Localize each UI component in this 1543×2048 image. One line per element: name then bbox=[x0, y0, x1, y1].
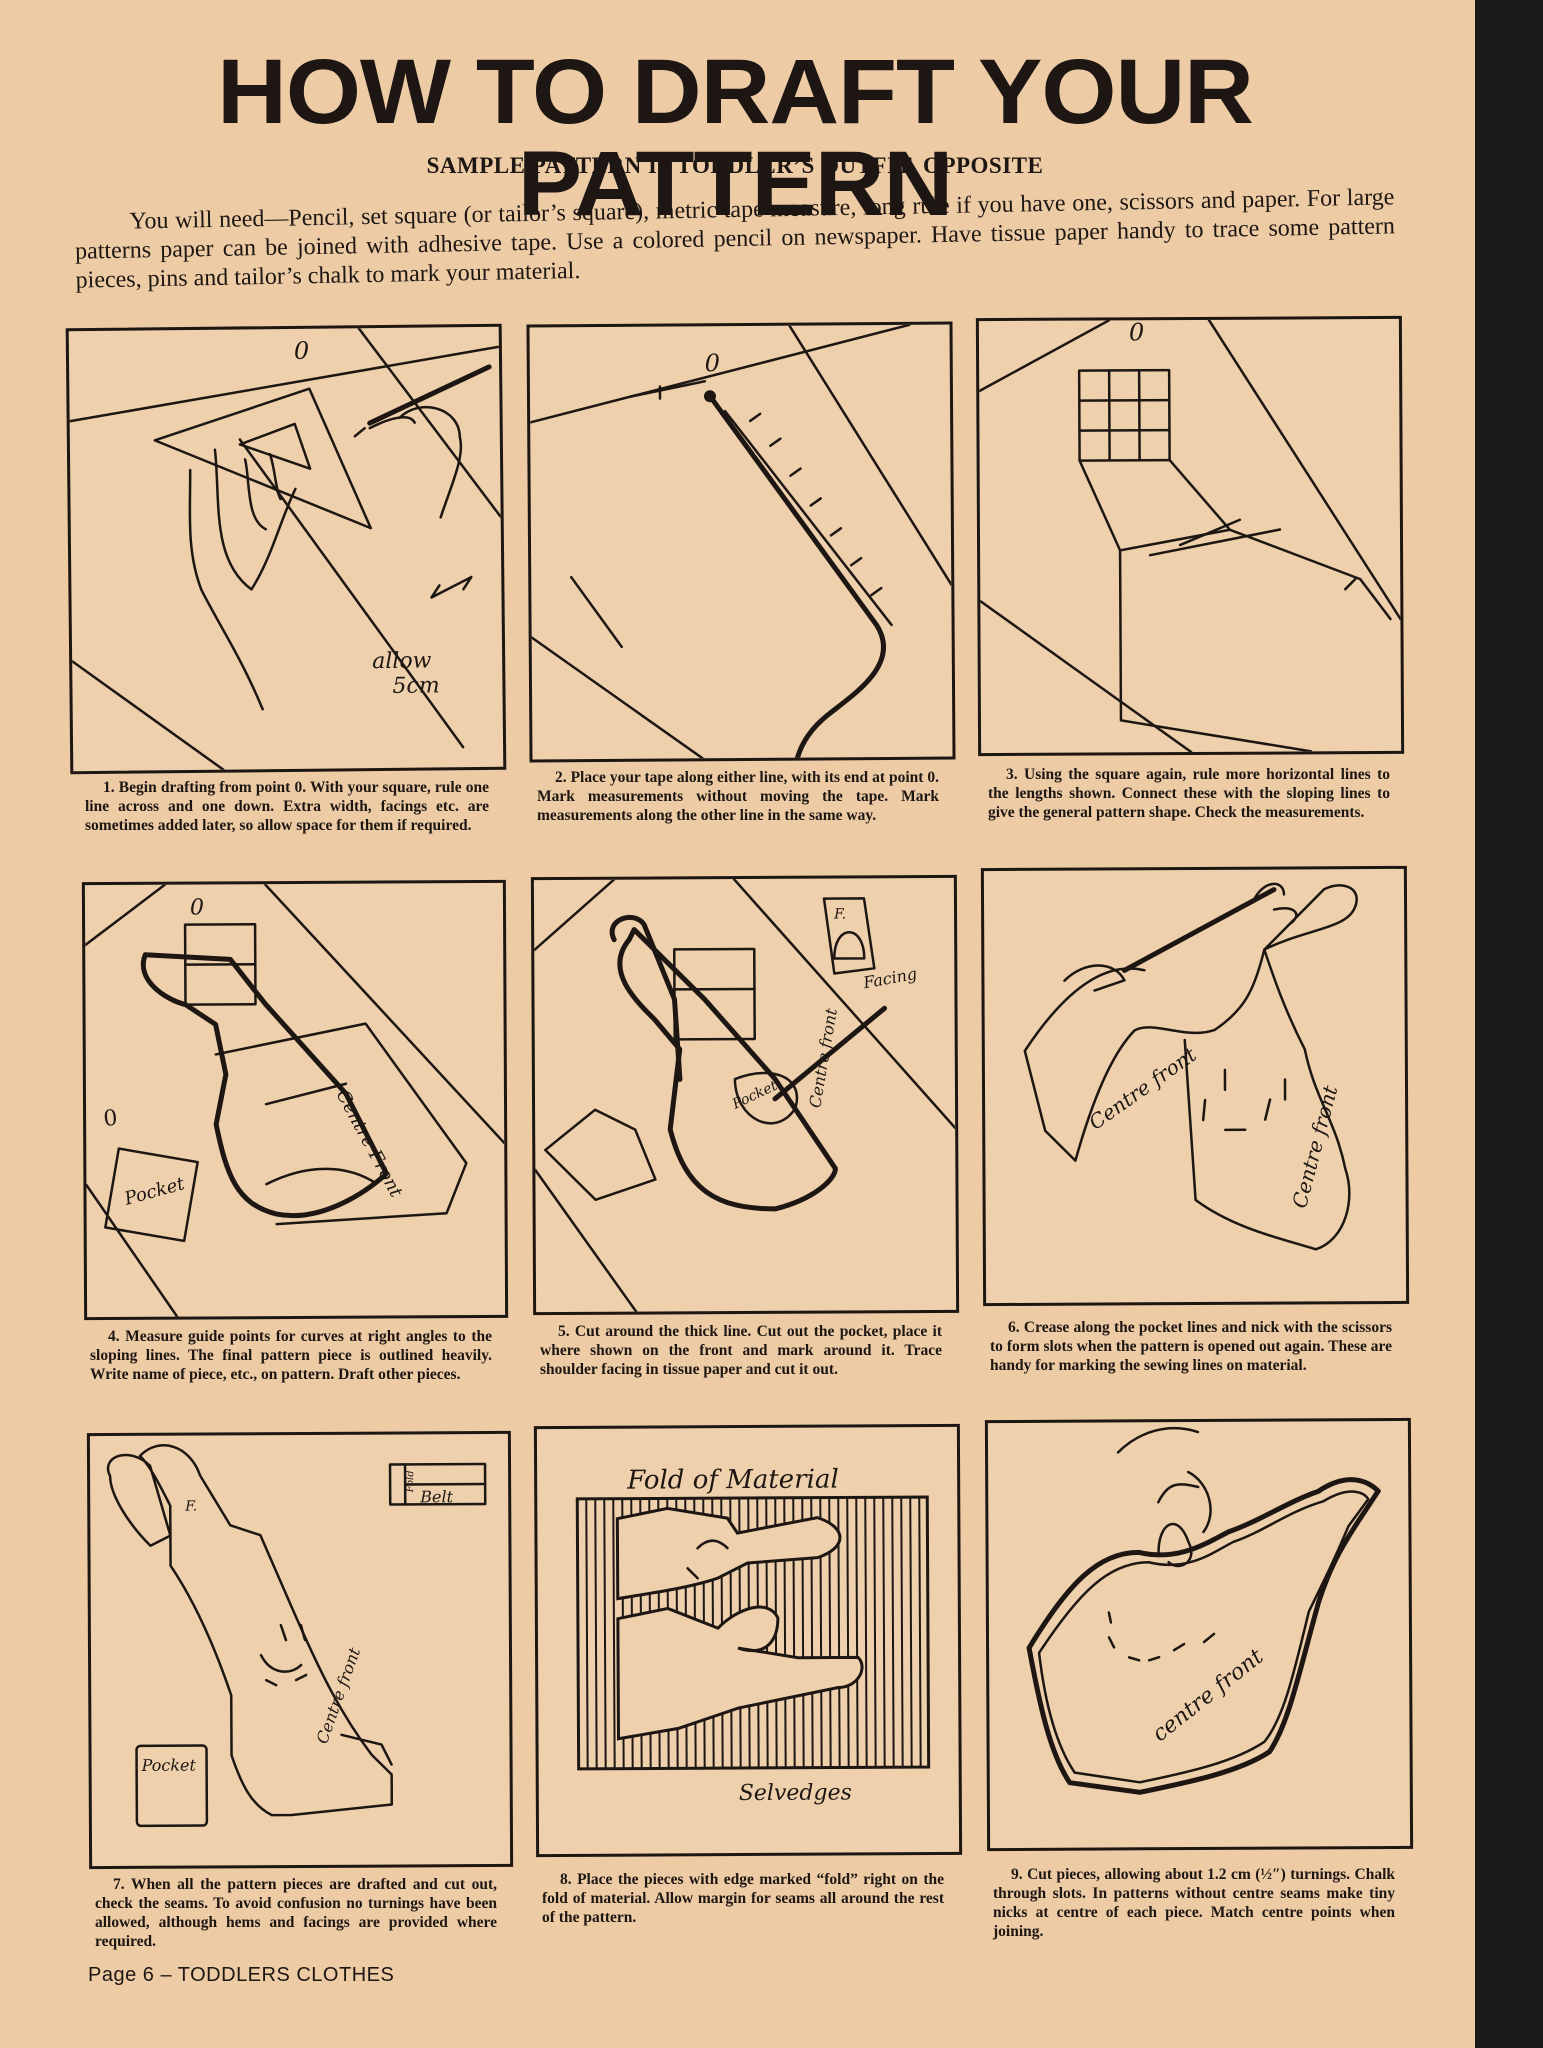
centre-front-label: Centre front bbox=[805, 1006, 841, 1109]
step-5-caption: 5. Cut around the thick line. Cut out th… bbox=[540, 1323, 942, 1378]
point-zero-label: 0 bbox=[705, 349, 720, 377]
step-9-illustration: centre front bbox=[984, 1417, 1414, 1852]
pocket-label: Pocket bbox=[141, 1756, 197, 1775]
allow-label: allow bbox=[372, 648, 432, 674]
centre-front-label: Centre front bbox=[312, 1645, 364, 1747]
fold-of-material-label: Fold of Material bbox=[626, 1465, 839, 1496]
step-8-caption: 8. Place the pieces with edge marked “fo… bbox=[542, 1871, 944, 1926]
step-6-caption: 6. Crease along the pocket lines and nic… bbox=[990, 1319, 1392, 1374]
point-zero-label: 0 bbox=[294, 337, 310, 365]
step-4-illustration: 0 0 Pocket Centre Front bbox=[81, 879, 509, 1321]
centre-front-label: Centre Front bbox=[332, 1086, 407, 1201]
step-5-illustration: F. Facing Pocket Centre front bbox=[530, 874, 960, 1316]
front-f-label: F. bbox=[184, 1499, 197, 1515]
centre-front-label: centre front bbox=[1148, 1644, 1269, 1747]
centre-front-label-left: Centre front bbox=[1084, 1042, 1201, 1135]
step-9-caption: 9. Cut pieces, allowing about 1.2 cm (½″… bbox=[993, 1866, 1395, 1940]
pocket-zero-label: 0 bbox=[102, 1106, 118, 1132]
page-title: HOW TO DRAFT YOUR PATTERN bbox=[217, 41, 1254, 235]
belt-label: Belt bbox=[419, 1487, 453, 1506]
step-3-illustration: 0 bbox=[975, 315, 1405, 757]
step-4-caption: 4. Measure guide points for curves at ri… bbox=[90, 1328, 492, 1383]
step-3-caption: 3. Using the square again, rule more hor… bbox=[988, 766, 1390, 821]
pocket-label: Pocket bbox=[729, 1078, 780, 1113]
facing-f-label: F. bbox=[833, 906, 846, 922]
point-zero-label: 0 bbox=[190, 895, 204, 920]
pocket-label: Pocket bbox=[121, 1173, 187, 1210]
step-2-caption: 2. Place your tape along either line, wi… bbox=[537, 769, 939, 824]
step-7-caption: 7. When all the pattern pieces are draft… bbox=[95, 1876, 497, 1950]
centre-front-label-right: Centre front bbox=[1287, 1082, 1342, 1211]
point-zero-label: 0 bbox=[1129, 319, 1144, 346]
page-subtitle: SAMPLE PATTERN IS TODDLER’S OUTFIT, OPPO… bbox=[426, 153, 1044, 178]
five-cm-label: 5cm bbox=[392, 673, 439, 698]
step-1-illustration: 0 allow 5cm bbox=[65, 323, 507, 775]
page-edge-shadow bbox=[1475, 0, 1543, 2048]
page-footer: Page 6 – TODDLERS CLOTHES bbox=[88, 1964, 395, 1986]
step-1-caption: 1. Begin drafting from point 0. With you… bbox=[85, 779, 489, 834]
step-6-illustration: Centre front Centre front bbox=[980, 865, 1410, 1307]
selvedges-label: Selvedges bbox=[739, 1780, 852, 1806]
step-8-illustration: Fold of Material Selvedges bbox=[533, 1423, 963, 1858]
belt-fold-label: Fold bbox=[405, 1470, 416, 1493]
step-7-illustration: F. Fold Belt Pocket Centre front bbox=[86, 1430, 514, 1870]
step-2-illustration: 0 bbox=[526, 321, 956, 763]
